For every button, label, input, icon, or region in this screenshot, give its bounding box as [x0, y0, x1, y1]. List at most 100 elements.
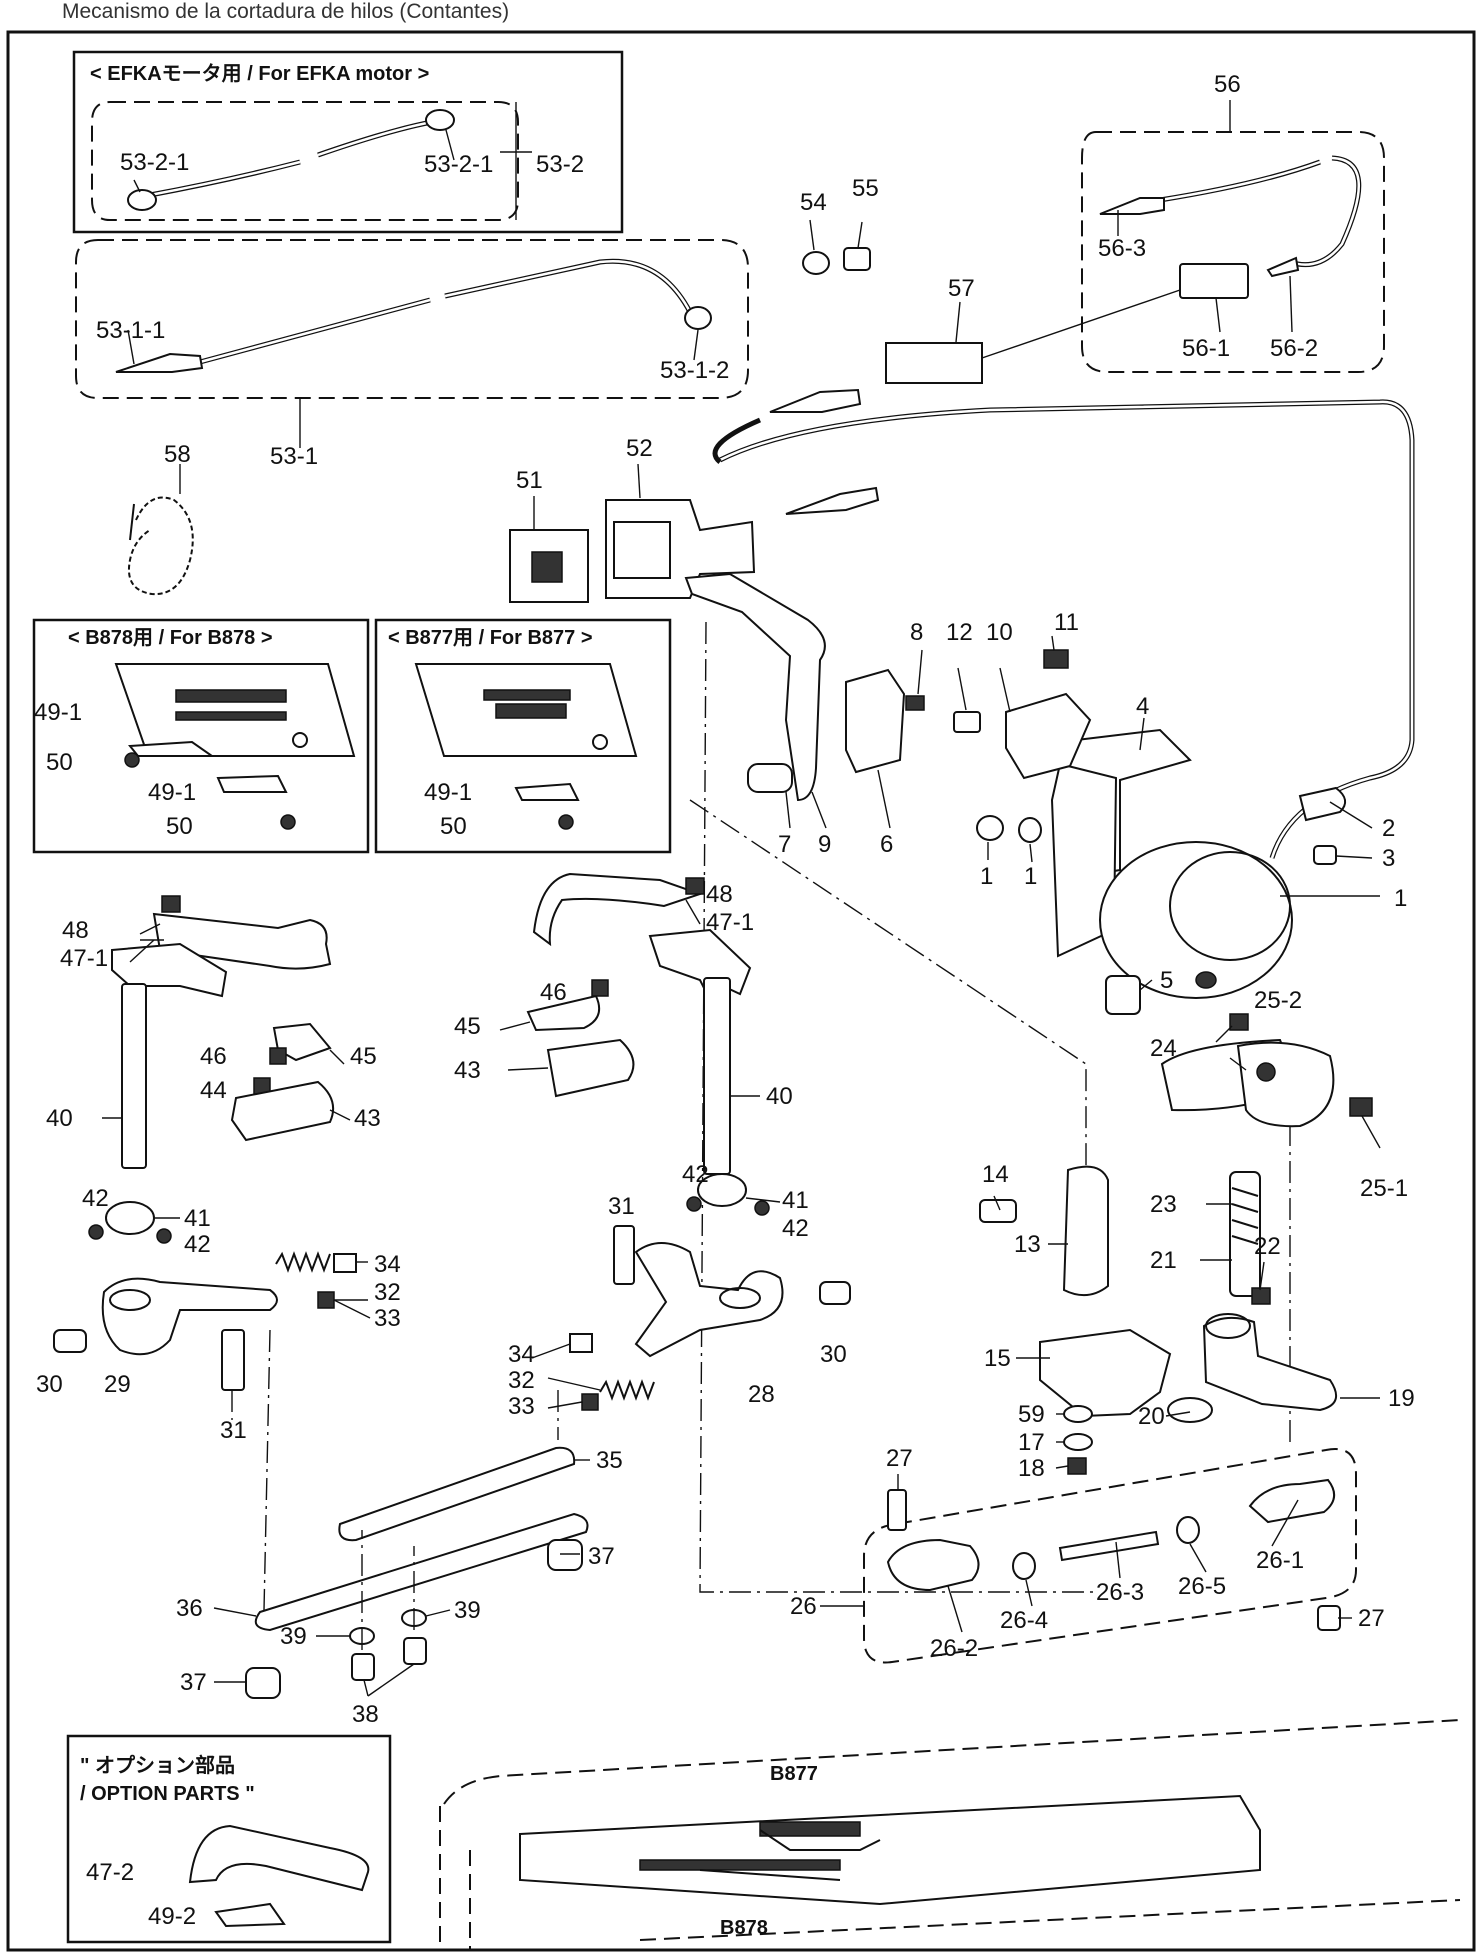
- b877-box: [374, 618, 672, 854]
- screw-38-right: [403, 1637, 427, 1665]
- label-50-b878-top: 50: [46, 749, 73, 776]
- label-56-1: 56-1: [1182, 335, 1230, 362]
- label-35: 35: [596, 1447, 623, 1474]
- label-23: 23: [1150, 1191, 1177, 1218]
- option-parts-title-2: / OPTION PARTS ": [80, 1783, 255, 1805]
- motor-1: [1099, 841, 1293, 999]
- label-46-center: 46: [540, 979, 567, 1006]
- collar-24: [1236, 1041, 1335, 1128]
- bed-outline: [439, 1719, 1461, 1950]
- label-31-center: 31: [608, 1193, 635, 1220]
- terminal-56-3: [1099, 197, 1165, 215]
- terminal-53-1-1: [115, 352, 204, 373]
- screw-42-center-a: [686, 1196, 702, 1212]
- ring-terminal-53-2-1-left: [127, 189, 157, 211]
- bed-b877-area: [759, 1821, 861, 1837]
- label-17: 17: [1018, 1429, 1045, 1456]
- arm-40-center-bracket: [648, 928, 752, 1000]
- label-26-4: 26-4: [1000, 1607, 1048, 1634]
- label-26: 26: [790, 1593, 817, 1620]
- bracket-4-side: [1050, 762, 1118, 958]
- screw-33-left: [317, 1291, 335, 1309]
- bed-label-b877: B877: [770, 1763, 818, 1785]
- screw-7: [747, 763, 793, 793]
- washer-59: [1063, 1405, 1093, 1423]
- screw-55: [843, 247, 871, 271]
- bed-frame: [519, 1794, 1261, 1906]
- label-53-2-1-right: 53-2-1: [424, 151, 493, 178]
- threaded-rod-26-3: [1058, 1530, 1160, 1562]
- throat-plate-b878: [114, 663, 356, 757]
- label-26-3: 26-3: [1096, 1579, 1144, 1606]
- label-18: 18: [1018, 1455, 1045, 1482]
- label-51: 51: [516, 467, 543, 494]
- block-6: [845, 668, 906, 774]
- screw-14: [979, 1199, 1017, 1223]
- collar-41-center: [697, 1173, 747, 1207]
- spring-23: [1231, 1187, 1259, 1245]
- label-26-2: 26-2: [930, 1635, 978, 1662]
- label-19: 19: [1388, 1385, 1415, 1412]
- label-20: 20: [1138, 1403, 1165, 1430]
- screw-37-right: [547, 1539, 583, 1571]
- efka-box-title: < EFKAモータ用 / For EFKA motor >: [90, 62, 429, 85]
- knife-45-center: [526, 994, 600, 1032]
- label-11: 11: [1054, 609, 1079, 636]
- label-33-left: 33: [374, 1305, 401, 1332]
- washer-17: [1063, 1433, 1093, 1451]
- label-27-top: 27: [886, 1445, 913, 1472]
- label-40-left: 40: [46, 1105, 73, 1132]
- label-56-3: 56-3: [1098, 235, 1146, 262]
- label-1: 1: [1394, 885, 1407, 912]
- nut-1-left: [976, 815, 1004, 841]
- link-35: [338, 1446, 576, 1542]
- label-15: 15: [984, 1345, 1011, 1372]
- holder-43-center: [546, 1038, 635, 1098]
- label-26-1: 26-1: [1256, 1547, 1304, 1574]
- label-30-left: 30: [36, 1371, 63, 1398]
- pin-31-left: [221, 1329, 245, 1391]
- label-36: 36: [176, 1595, 203, 1622]
- label-12: 12: [946, 619, 973, 646]
- label-38: 38: [352, 1701, 379, 1728]
- label-7: 7: [778, 831, 791, 858]
- collar-41-left: [105, 1201, 155, 1235]
- label-52: 52: [626, 435, 653, 462]
- ring-terminal-53-1-2: [684, 306, 712, 330]
- screw-46-left: [269, 1047, 287, 1065]
- label-25-1: 25-1: [1360, 1175, 1408, 1202]
- b878-box: [32, 618, 370, 854]
- label-57: 57: [948, 275, 975, 302]
- centerline-solenoid: [689, 799, 1087, 1198]
- screw-42-center-b: [754, 1200, 770, 1216]
- screw-38-left: [351, 1653, 375, 1681]
- connector-52: [605, 499, 756, 599]
- label-43-center: 43: [454, 1057, 481, 1084]
- screw-30-center: [819, 1281, 851, 1305]
- screw-18: [1067, 1457, 1087, 1475]
- label-43-left: 43: [354, 1105, 381, 1132]
- crank-19: [1202, 1316, 1338, 1412]
- label-53-2: 53-2: [536, 151, 584, 178]
- label-6: 6: [880, 831, 893, 858]
- efka-box: [72, 50, 624, 234]
- rod-end-26-2: [886, 1538, 980, 1592]
- label-34-left: 34: [374, 1251, 401, 1278]
- page-title: Mecanismo de la cortadura de hilos (Cont…: [62, 0, 510, 23]
- label-41-center: 41: [782, 1187, 809, 1214]
- label-1-nut-right: 1: [1024, 863, 1037, 890]
- label-42-left-b: 42: [184, 1231, 211, 1258]
- cam-13: [1062, 1165, 1109, 1297]
- box-53-1: [75, 239, 749, 399]
- screw-48-center: [685, 877, 705, 895]
- lever-29: [101, 1277, 278, 1356]
- label-14: 14: [982, 1161, 1009, 1188]
- shaft-40-center: [703, 977, 731, 1175]
- label-29: 29: [104, 1371, 131, 1398]
- b877-box-title: < B877用 / For B877 >: [388, 627, 593, 649]
- screw-11: [1043, 649, 1069, 669]
- label-49-2: 49-2: [148, 1903, 196, 1930]
- pin-31-center: [613, 1225, 635, 1285]
- label-42-center-a: 42: [682, 1161, 709, 1188]
- label-21: 21: [1150, 1247, 1177, 1274]
